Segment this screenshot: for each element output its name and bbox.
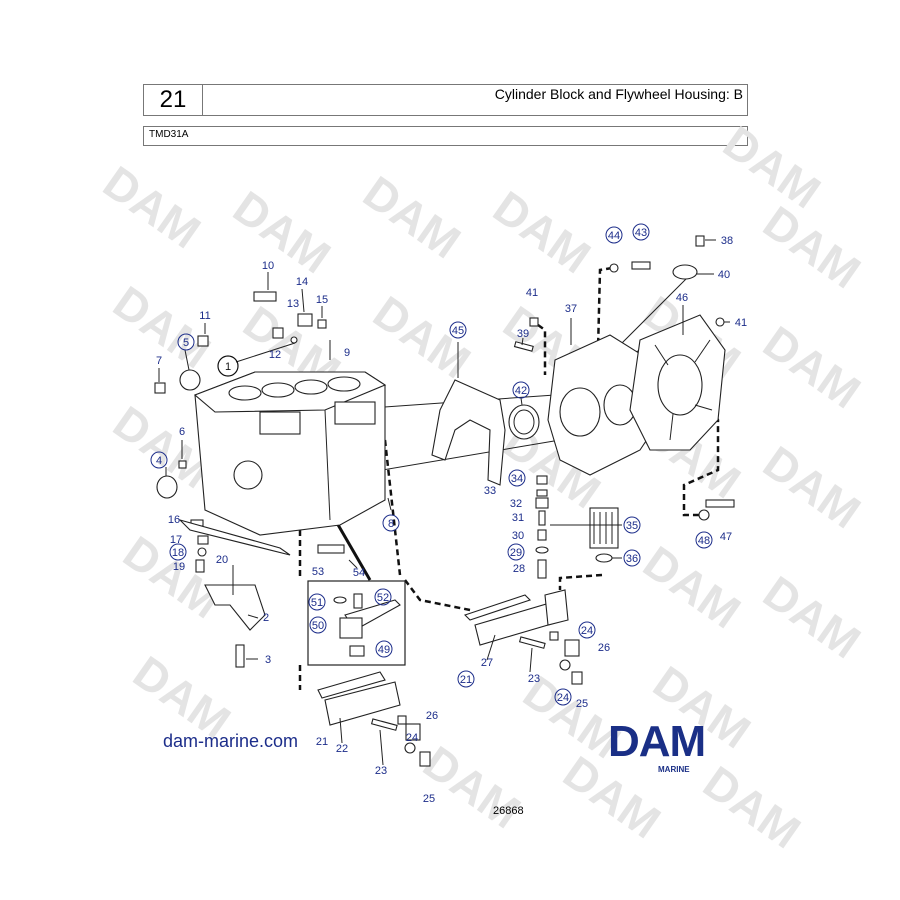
watermark-text: DAM bbox=[754, 196, 870, 299]
callout-21b: 21 bbox=[316, 736, 328, 748]
callout-45: 45 bbox=[452, 325, 464, 337]
website-link[interactable]: dam-marine.com bbox=[163, 731, 299, 751]
callout-8: 8 bbox=[388, 518, 394, 530]
callout-14: 14 bbox=[296, 276, 308, 288]
callout-29: 29 bbox=[510, 547, 522, 559]
callout-43: 43 bbox=[635, 227, 647, 239]
callout-49: 49 bbox=[378, 644, 390, 656]
callout-18: 18 bbox=[172, 547, 184, 559]
callout-25b: 25 bbox=[423, 793, 435, 805]
model-label: TMD31A bbox=[149, 129, 189, 140]
callout-21a: 21 bbox=[460, 674, 472, 686]
callout-44: 44 bbox=[608, 230, 620, 242]
watermark-text: DAM bbox=[634, 536, 750, 639]
callout-5: 5 bbox=[183, 337, 189, 349]
mount-bracket-left bbox=[317, 671, 431, 767]
callout-46: 46 bbox=[676, 292, 688, 304]
callout-24a: 24 bbox=[581, 625, 593, 637]
callout-30: 30 bbox=[512, 530, 524, 542]
callout-53: 53 bbox=[312, 566, 324, 578]
callout-23b: 23 bbox=[375, 765, 387, 777]
callout-2: 2 bbox=[263, 612, 269, 624]
callout-24b: 24 bbox=[557, 692, 569, 704]
gasket-and-seal bbox=[431, 341, 540, 486]
callout-41a: 41 bbox=[526, 287, 538, 299]
watermark-text: DAM bbox=[94, 156, 210, 259]
flywheel-housing bbox=[529, 317, 661, 476]
callout-circles bbox=[150, 223, 713, 706]
callout-54: 54 bbox=[353, 567, 365, 579]
callout-labels: 1 2 3 4 5 6 7 8 9 10 11 12 13 14 15 16 1… bbox=[156, 227, 747, 805]
section-number: 21 bbox=[144, 85, 203, 115]
cylinder-block bbox=[193, 371, 387, 536]
model-bar: TMD31A bbox=[143, 126, 748, 146]
watermark-text: DAM bbox=[104, 276, 220, 379]
watermark-text: DAM bbox=[754, 566, 870, 669]
brand-subtitle: MARINE bbox=[658, 765, 690, 774]
left-small-parts bbox=[154, 291, 345, 668]
brand-logo: DAM bbox=[608, 717, 706, 766]
plug-10 bbox=[253, 291, 277, 302]
callout-39: 39 bbox=[517, 328, 529, 340]
callout-22: 22 bbox=[336, 743, 348, 755]
callout-17: 17 bbox=[170, 534, 182, 546]
detail-inset bbox=[307, 580, 406, 666]
callout-25a: 25 bbox=[576, 698, 588, 710]
callout-19: 19 bbox=[173, 561, 185, 573]
flywheel-cover bbox=[629, 235, 726, 451]
callout-9: 9 bbox=[344, 347, 350, 359]
oil-filter-assembly bbox=[535, 475, 619, 579]
callout-26b: 26 bbox=[426, 710, 438, 722]
callout-35: 35 bbox=[626, 520, 638, 532]
callout-1: 1 bbox=[225, 361, 231, 373]
diagram-title: Cylinder Block and Flywheel Housing: B bbox=[494, 86, 743, 102]
callout-31: 31 bbox=[512, 512, 524, 524]
callout-4: 4 bbox=[156, 455, 162, 467]
watermark-text: DAM bbox=[354, 166, 470, 269]
callout-10: 10 bbox=[262, 260, 274, 272]
callout-34: 34 bbox=[511, 473, 523, 485]
watermark-text: DAM bbox=[224, 181, 340, 284]
watermark-text: DAM bbox=[414, 736, 530, 839]
callout-24c: 24 bbox=[406, 732, 418, 744]
callout-50: 50 bbox=[312, 620, 324, 632]
watermark-text: DAM bbox=[484, 181, 600, 284]
callout-33: 33 bbox=[484, 485, 496, 497]
callout-48: 48 bbox=[698, 535, 710, 547]
callout-42: 42 bbox=[515, 385, 527, 397]
callout-3: 3 bbox=[265, 654, 271, 666]
callout-13: 13 bbox=[287, 298, 299, 310]
callout-38: 38 bbox=[721, 235, 733, 247]
callout-40: 40 bbox=[718, 269, 730, 281]
mount-bracket-right bbox=[463, 499, 735, 685]
callout-52: 52 bbox=[377, 592, 389, 604]
watermark-text: DAM bbox=[714, 116, 830, 219]
callout-51: 51 bbox=[311, 597, 323, 609]
figure-number: 26868 bbox=[493, 805, 524, 817]
callout-11: 11 bbox=[199, 310, 210, 322]
callout-36: 36 bbox=[626, 553, 638, 565]
watermark-text: DAM bbox=[754, 436, 870, 539]
callout-26a: 26 bbox=[598, 642, 610, 654]
callout-12: 12 bbox=[269, 349, 281, 361]
top-bolts bbox=[609, 261, 651, 273]
callout-47: 47 bbox=[720, 531, 732, 543]
callout-27: 27 bbox=[481, 657, 493, 669]
callout-6: 6 bbox=[179, 426, 185, 438]
watermark-text: DAM bbox=[754, 316, 870, 419]
callout-23a: 23 bbox=[528, 673, 540, 685]
callout-37: 37 bbox=[565, 303, 577, 315]
callout-16: 16 bbox=[168, 514, 180, 526]
leader-lines bbox=[158, 239, 730, 766]
watermark-text: DAM bbox=[694, 756, 810, 859]
callout-41b: 41 bbox=[735, 317, 747, 329]
header-bar: 21 Cylinder Block and Flywheel Housing: … bbox=[143, 84, 748, 116]
callout-15: 15 bbox=[316, 294, 328, 306]
callout-32: 32 bbox=[510, 498, 522, 510]
callout-20: 20 bbox=[216, 554, 228, 566]
callout-28: 28 bbox=[513, 563, 525, 575]
callout-7: 7 bbox=[156, 355, 162, 367]
